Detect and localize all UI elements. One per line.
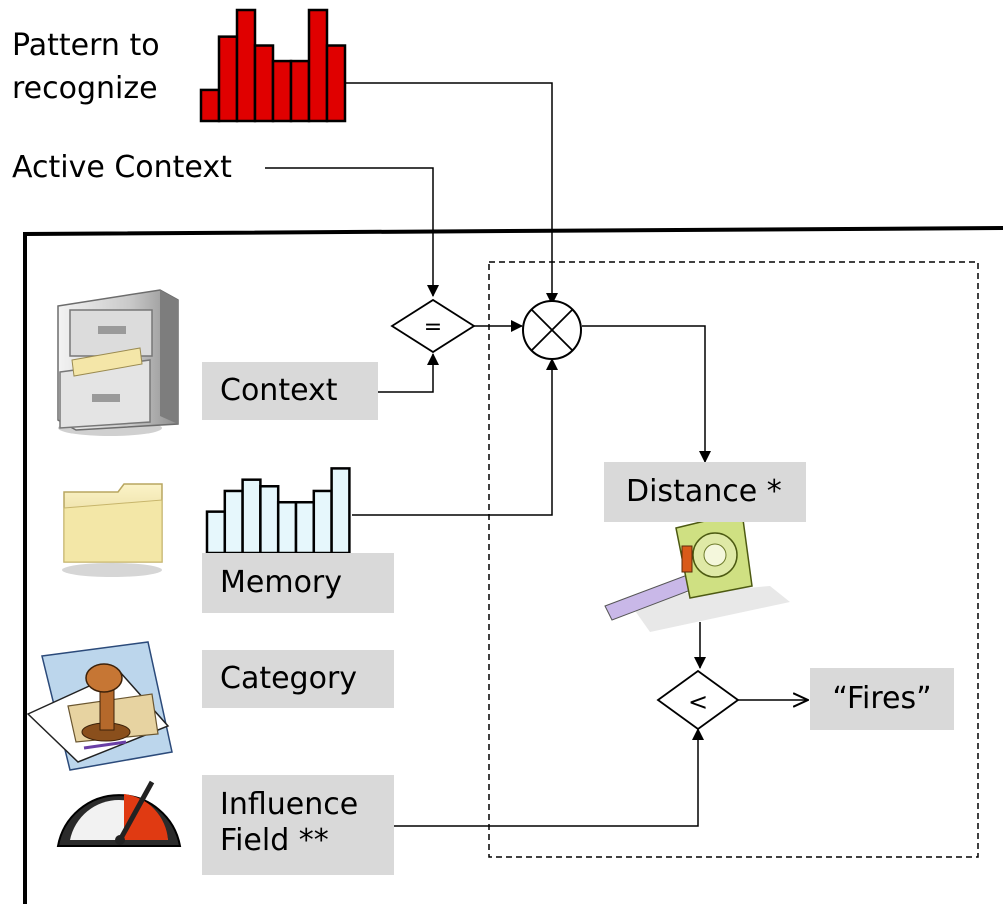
memory-bar-6	[294, 500, 316, 555]
multiplier-node	[522, 300, 582, 360]
pattern-bar-8	[325, 44, 347, 123]
context-to-equals-line	[378, 353, 439, 393]
memory-bar-chart	[205, 467, 351, 555]
less-than-comparator	[656, 669, 740, 731]
active-context-label: Active Context	[12, 150, 232, 185]
context-box: Context	[202, 362, 378, 420]
stamp-icon	[26, 641, 173, 771]
multiplier-to-distance-line	[582, 325, 711, 463]
memory-bar-7	[312, 489, 333, 555]
memory-bar-4	[259, 485, 280, 555]
file-cabinet-icon	[57, 289, 179, 436]
memory-box: Memory	[202, 553, 394, 613]
neuron-frame	[23, 226, 1003, 904]
pattern-bar-2	[217, 35, 239, 123]
fires-label: “Fires”	[832, 681, 932, 716]
pattern-label-line2: recognize	[12, 71, 158, 106]
pattern-bar-3	[235, 8, 257, 123]
gauge-icon	[56, 780, 182, 847]
memory-bar-5	[276, 500, 298, 555]
distance-box: Distance *	[604, 462, 806, 522]
active-context-line	[265, 167, 439, 297]
context-label: Context	[220, 373, 338, 408]
memory-bar-1	[205, 510, 227, 555]
pattern-to-multiplier-line	[345, 82, 558, 305]
less-than-symbol: <	[688, 688, 708, 716]
pattern-bar-6	[289, 59, 311, 123]
folder-icon	[62, 483, 163, 577]
pattern-bar-5	[271, 59, 293, 123]
distance-label: Distance *	[626, 474, 782, 509]
pattern-bar-4	[253, 44, 275, 123]
equals-comparator	[390, 298, 476, 354]
memory-bar-2	[223, 489, 244, 555]
pattern-bar-1	[199, 88, 221, 123]
influence-label-line1: Influence	[220, 787, 359, 822]
pattern-label-line1: Pattern to	[12, 28, 160, 63]
influence-label-line2: Field **	[220, 823, 329, 858]
influence-to-compare-line	[394, 728, 704, 827]
pattern-bar-7	[307, 8, 329, 123]
category-box: Category	[202, 650, 394, 708]
memory-label: Memory	[220, 565, 343, 600]
fires-box: “Fires”	[810, 668, 954, 730]
tape-measure-icon	[604, 511, 790, 632]
pattern-bar-chart	[199, 8, 347, 123]
comparison-region	[488, 261, 979, 858]
memory-bar-3	[241, 478, 262, 555]
memory-to-multiplier-line	[352, 358, 558, 516]
equals-symbol: =	[424, 315, 442, 340]
memory-bar-8	[330, 467, 351, 555]
category-label: Category	[220, 661, 358, 696]
influence-field-box: Influence Field **	[202, 775, 394, 875]
